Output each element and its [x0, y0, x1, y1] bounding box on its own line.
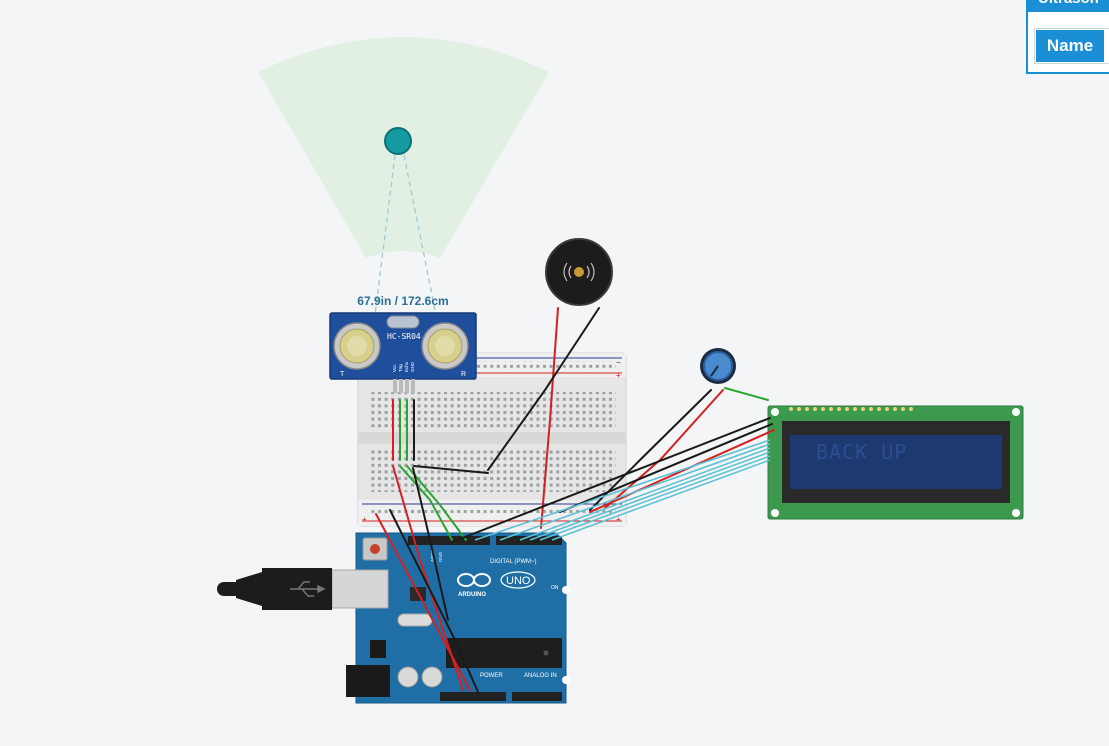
sensor-corner-t: T	[340, 371, 345, 378]
arduino-aref-label: AREF	[430, 550, 435, 562]
properties-panel-title: Ultrason	[1038, 0, 1109, 10]
sensor-detection-cone	[258, 37, 549, 316]
arduino-power-label: POWER	[480, 673, 503, 679]
distance-readout: 67.9in / 172.6cm	[357, 294, 449, 308]
sensor-pin-vcc: Vcc	[392, 364, 397, 372]
name-field-row: Name	[1034, 28, 1109, 64]
lcd-pin[interactable]	[813, 407, 817, 411]
lcd-pin[interactable]	[909, 407, 913, 411]
svg-text:+: +	[616, 371, 621, 380]
lcd-pin[interactable]	[797, 407, 801, 411]
sensor-pin-echo: Echo	[404, 361, 409, 372]
lcd-data-wires	[474, 439, 771, 541]
arduino-logo-icon	[457, 571, 536, 589]
svg-text:+: +	[362, 515, 367, 524]
lcd-pin-header	[789, 407, 913, 411]
name-input[interactable]	[1107, 31, 1109, 61]
lcd-display[interactable]	[767, 405, 1024, 520]
sensor-pin-trig: Trig	[398, 364, 403, 372]
lcd-pin[interactable]	[893, 407, 897, 411]
lcd-pin[interactable]	[837, 407, 841, 411]
wires	[375, 307, 775, 693]
svg-text:−: −	[616, 358, 621, 367]
lcd-pin[interactable]	[869, 407, 873, 411]
lcd-display-text: BACK UP	[816, 440, 908, 464]
sensor-corner-r: R	[461, 371, 466, 378]
usb-cable[interactable]	[217, 568, 389, 610]
sensor-pin-gnd: GND	[410, 361, 415, 372]
lcd-pin[interactable]	[853, 407, 857, 411]
lcd-pin[interactable]	[805, 407, 809, 411]
ultrasonic-sensor[interactable]: HC-SR04 Vcc Trig Echo GND T R	[329, 312, 477, 393]
target-object-handle[interactable]	[384, 127, 412, 155]
lcd-pin[interactable]	[845, 407, 849, 411]
arduino-model-label: UNO	[506, 575, 531, 587]
lcd-pin[interactable]	[861, 407, 865, 411]
lcd-pin[interactable]	[829, 407, 833, 411]
usb-icon	[290, 581, 326, 597]
properties-panel: Ultrason Name	[1026, 0, 1109, 74]
name-label: Name	[1036, 30, 1104, 62]
lcd-pin[interactable]	[885, 407, 889, 411]
lcd-pin[interactable]	[877, 407, 881, 411]
breadboard[interactable]: − + + +	[357, 352, 627, 527]
arduino-digital-label: DIGITAL (PWM~)	[490, 559, 537, 565]
lcd-pin[interactable]	[821, 407, 825, 411]
sensor-model-label: HC-SR04	[387, 332, 421, 341]
speaker-waves-icon	[563, 262, 595, 282]
svg-text:+: +	[616, 515, 621, 524]
potentiometer[interactable]	[700, 348, 736, 384]
lcd-pin[interactable]	[901, 407, 905, 411]
arduino-on-label: ON	[551, 585, 559, 591]
arduino-brand-label: ARDUINO	[458, 592, 486, 598]
arduino-gnd-label: GND	[438, 551, 443, 562]
arduino-analog-label: ANALOG IN	[524, 673, 557, 679]
lcd-pin[interactable]	[789, 407, 793, 411]
piezo-buzzer[interactable]	[545, 238, 613, 306]
